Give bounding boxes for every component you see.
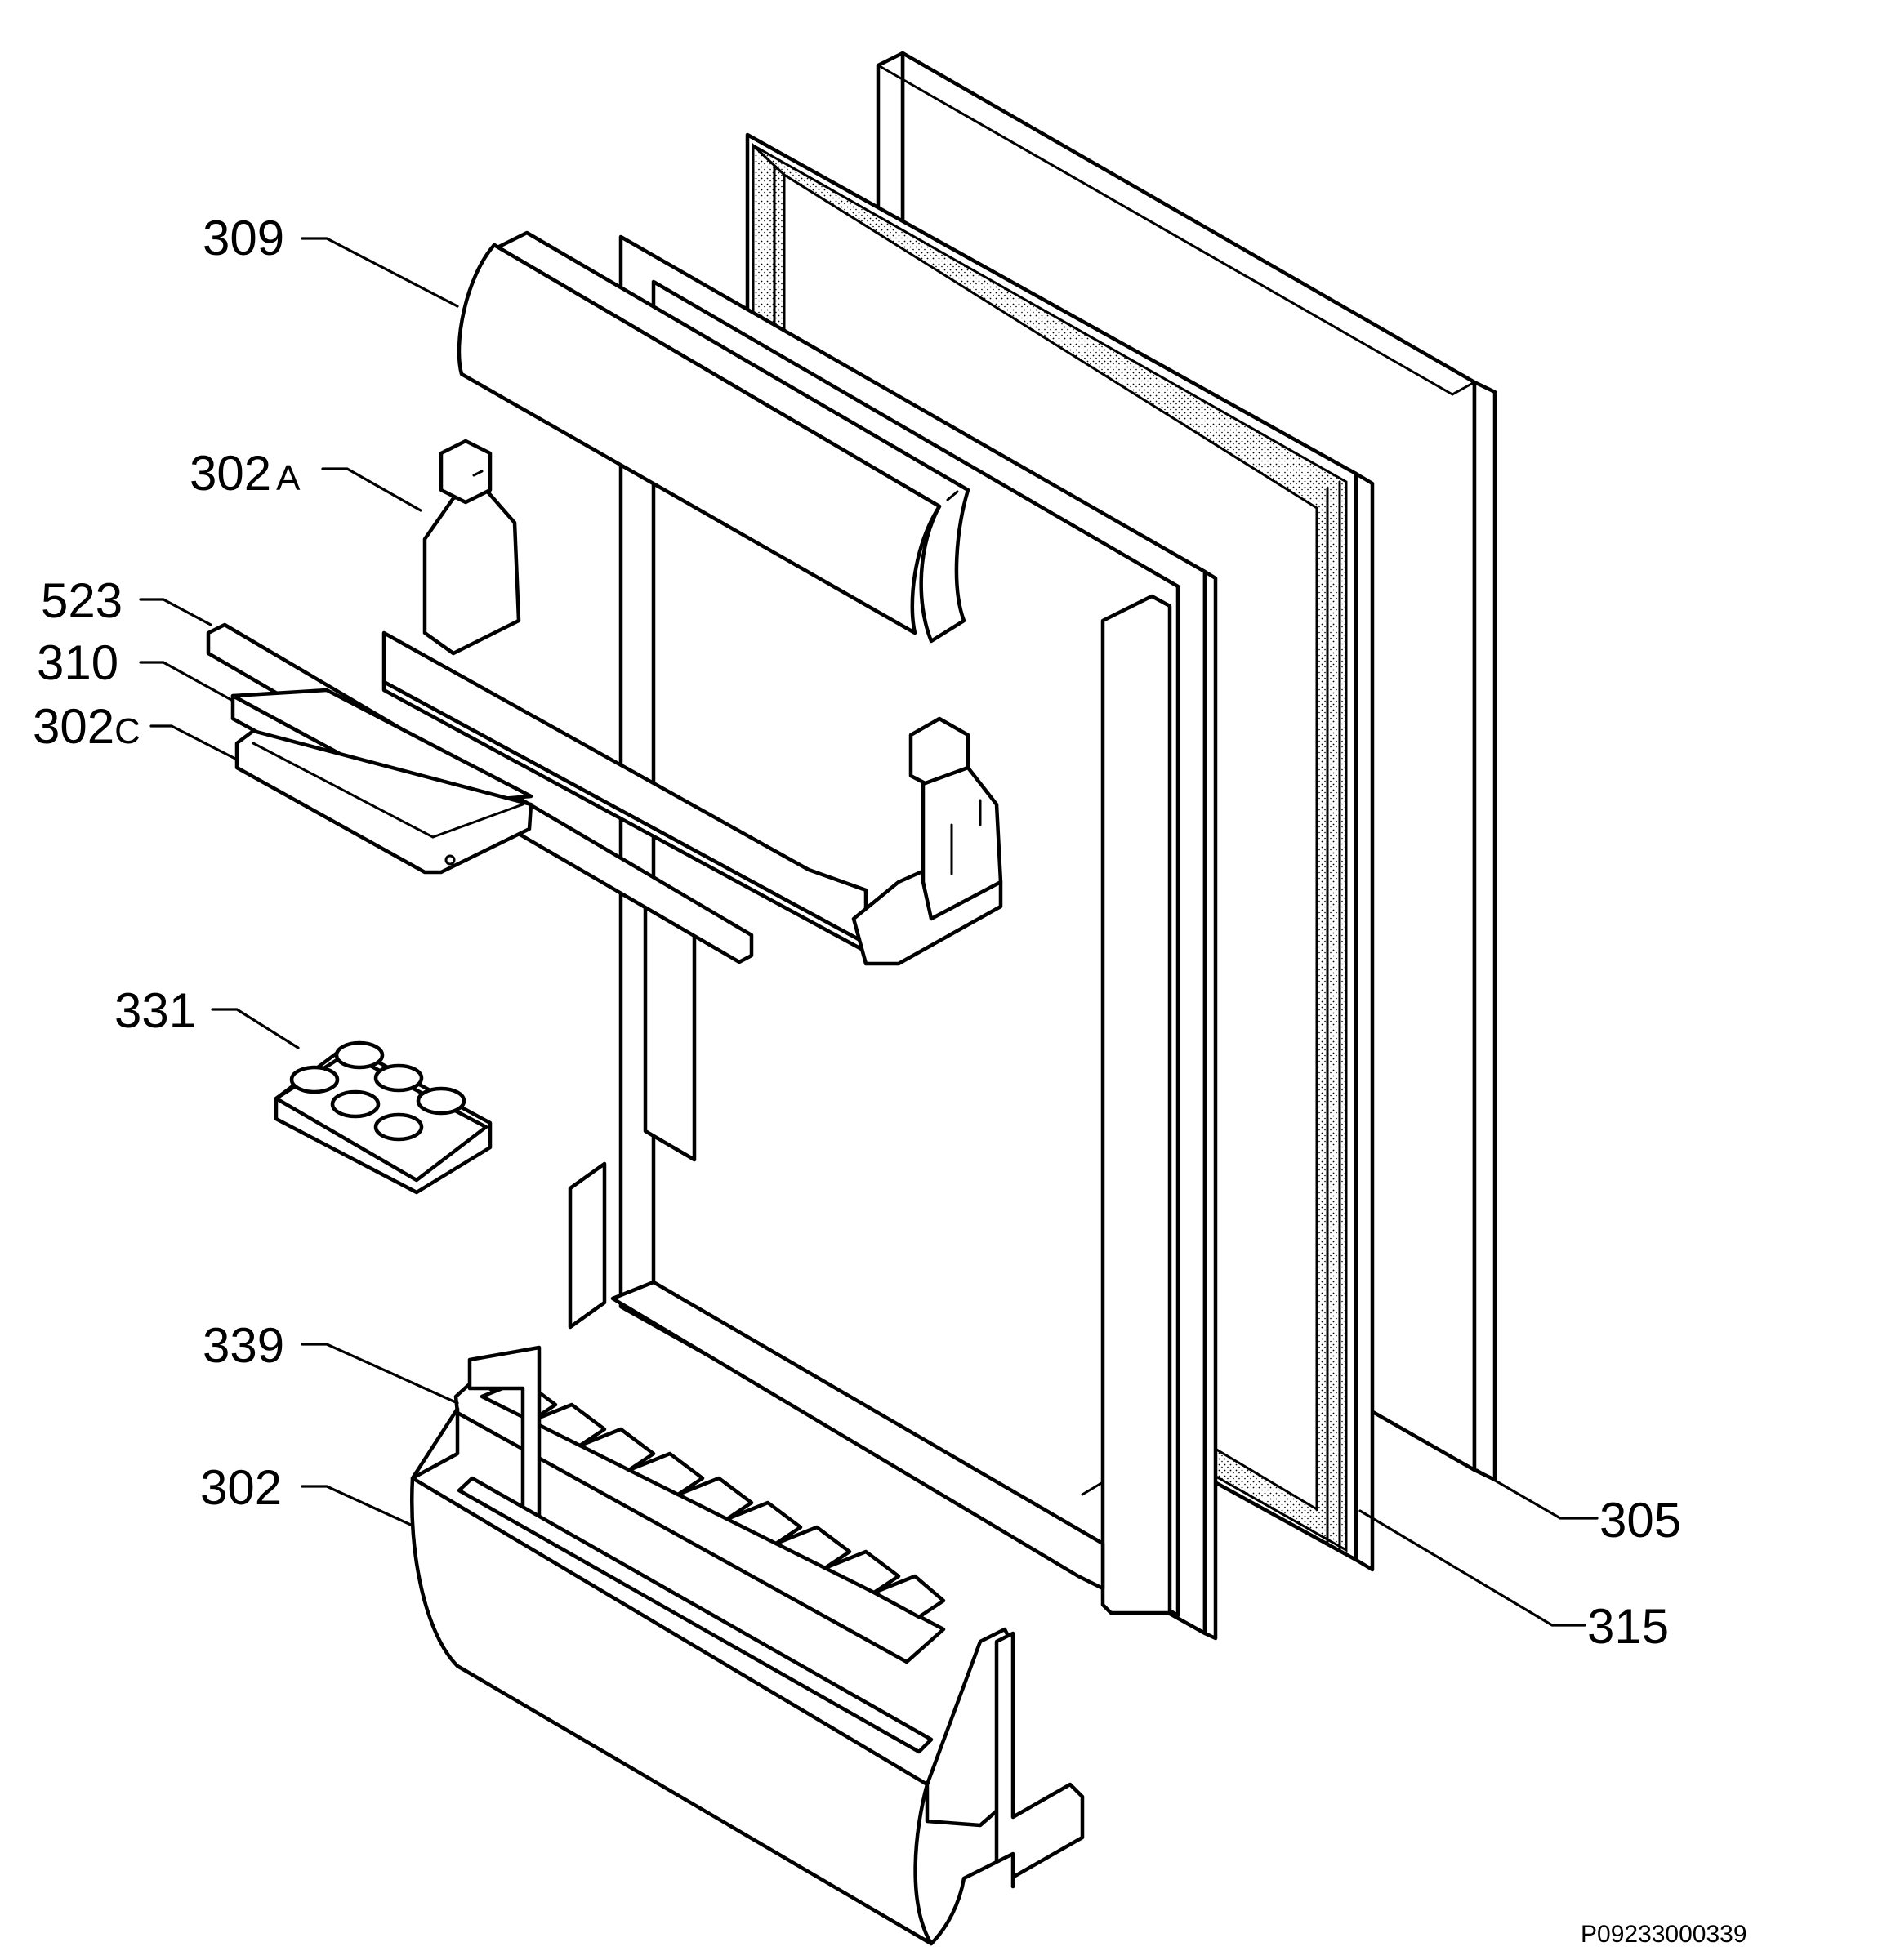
leader-lines — [139, 237, 1599, 1627]
leader-331 — [211, 1008, 300, 1049]
bottle-rack-339 — [453, 1378, 946, 1664]
door-bin-302 — [410, 1345, 1085, 1946]
leader-523 — [139, 598, 212, 626]
callout-305: 305 — [1599, 1493, 1681, 1548]
leader-339 — [301, 1343, 459, 1405]
door-bin-302a — [381, 439, 1003, 966]
callout-302c: 302C — [33, 699, 141, 754]
callout-302: 302 — [200, 1460, 282, 1515]
callout-331: 331 — [114, 983, 196, 1038]
leader-309 — [301, 237, 459, 308]
callout-523: 523 — [41, 573, 123, 628]
leader-315 — [1358, 1509, 1586, 1627]
callout-315: 315 — [1587, 1599, 1669, 1654]
callout-310: 310 — [37, 635, 118, 690]
leader-310 — [139, 661, 234, 702]
shelf-cover-309 — [457, 230, 970, 644]
leader-302c — [149, 724, 239, 761]
leader-305 — [1475, 1468, 1599, 1520]
leader-302a — [321, 467, 422, 512]
leader-302 — [301, 1485, 414, 1527]
reference-code: P09233000339 — [1581, 1921, 1747, 1948]
egg-tray-331 — [274, 1040, 493, 1195]
callout-309: 309 — [203, 211, 284, 265]
bottle-retainer-302c — [234, 728, 533, 875]
callout-339: 339 — [203, 1318, 284, 1373]
